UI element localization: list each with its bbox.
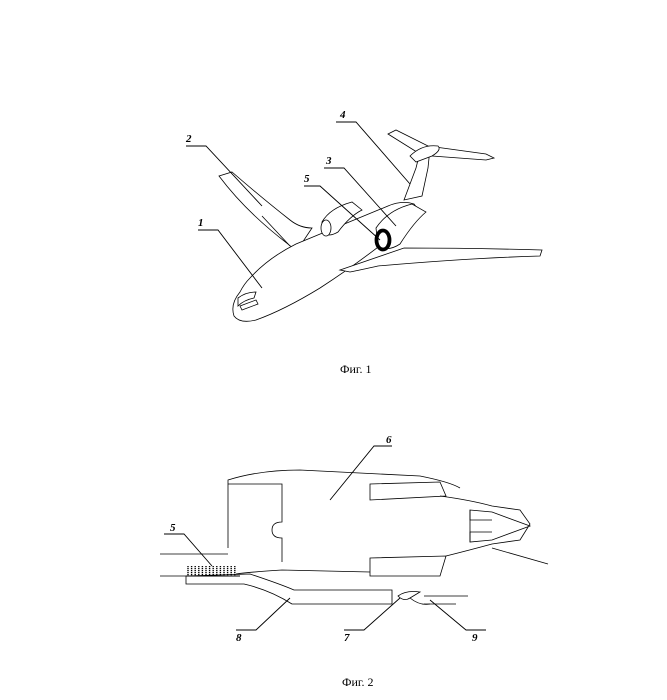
far-wing — [218, 171, 313, 248]
label-fig1-4: 4 — [339, 109, 346, 121]
nacelle-outline — [227, 469, 461, 548]
label-fig2-6: 6 — [386, 434, 392, 446]
upper-splitter — [369, 481, 447, 501]
nozzle-casing — [439, 495, 531, 557]
engine-left — [320, 201, 363, 237]
label-fig2-9: 9 — [472, 632, 478, 644]
label-fig1-2: 2 — [185, 133, 192, 145]
fuselage — [232, 202, 421, 322]
leader-line-4 — [336, 121, 411, 185]
label-fig2-7: 7 — [344, 632, 350, 644]
near-wing — [338, 247, 543, 273]
label-fig1-5: 5 — [304, 173, 310, 185]
exhaust-plug — [469, 509, 532, 543]
lower-splitter — [369, 555, 447, 577]
label-fig1-1: 1 — [198, 217, 204, 229]
caption-fig2: Фиг. 2 — [342, 675, 373, 689]
leader-line-7 — [344, 597, 401, 631]
engine-right — [374, 203, 427, 252]
figure-1-aircraft: 1 2 3 4 5 Фиг. 1 — [185, 109, 543, 376]
figure-2-engine-section: 6 5 8 7 9 Фиг. 2 — [160, 434, 549, 689]
stabilizer-root — [409, 145, 440, 163]
label-fig1-3: 3 — [325, 155, 332, 167]
leader-line-5b — [164, 533, 213, 567]
leader-line-2 — [186, 145, 263, 207]
leader-line-5 — [304, 185, 381, 241]
leader-line-6 — [329, 445, 392, 501]
leader-line-1 — [198, 229, 263, 289]
plug-flange-top — [469, 510, 492, 521]
caption-fig1: Фиг. 1 — [340, 362, 371, 376]
plug-flange-bot — [469, 531, 492, 542]
exhaust-line — [491, 547, 549, 565]
leader-line-8 — [236, 597, 291, 631]
front-wall — [228, 483, 283, 562]
outlet-tip — [409, 597, 431, 605]
label-fig2-8: 8 — [236, 632, 242, 644]
cockpit-window-2 — [239, 299, 259, 311]
leader-line-3 — [324, 167, 397, 227]
duct — [185, 573, 393, 605]
core-lower-line — [235, 569, 371, 575]
device-5-tube-array — [186, 566, 240, 577]
leader-line-9 — [429, 599, 486, 631]
far-wing-flap-line — [261, 215, 291, 247]
label-fig2-5: 5 — [170, 522, 176, 534]
horizontal-stabilizer — [387, 129, 496, 161]
nozzle-7 — [397, 591, 422, 600]
cockpit-window — [237, 291, 257, 307]
